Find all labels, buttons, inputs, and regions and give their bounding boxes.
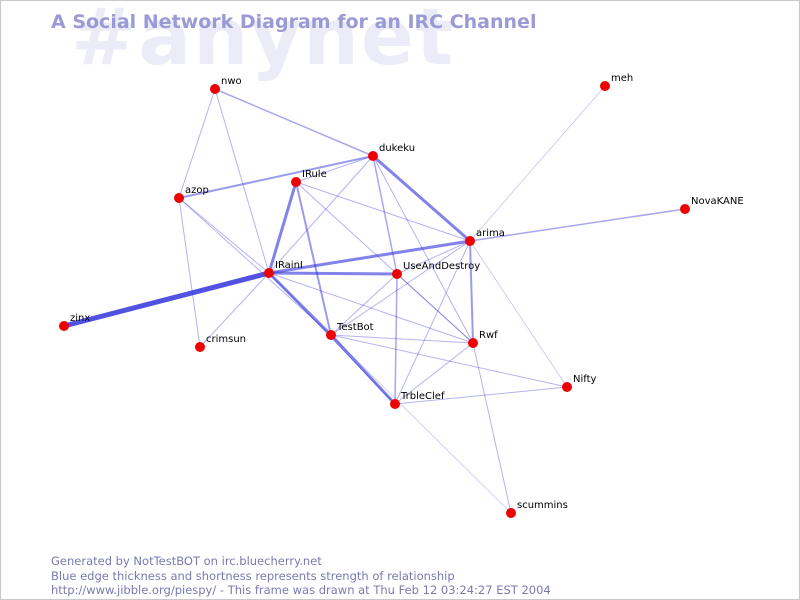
footer-url-timestamp: http://www.jibble.org/piespy/ - This fra… [51,583,551,597]
edge-IRainI-TestBot [267,271,333,337]
edge-arima-NovaKANE [469,208,686,242]
node-label-nwo: nwo [221,76,242,87]
node-TestBot: TestBot [326,322,374,340]
edge-IRainI-crimsun [199,272,270,348]
node-label-IRule: IRule [302,169,327,180]
edge-zinx-IRainI [61,270,272,329]
node-TrbleClef: TrbleClef [390,391,445,409]
node-dot-crimsun [195,342,205,352]
node-UseAndDestroy: UseAndDestroy [392,261,480,279]
edge-dukeku-Rwf [372,155,474,344]
node-NovaKANE: NovaKANE [680,196,744,214]
footer-legend-note: Blue edge thickness and shortness repres… [51,568,455,583]
edge-azop-IRainI [178,197,270,274]
edge-IRule-TestBot [295,181,332,336]
node-IRule: IRule [291,169,327,187]
node-Rwf: Rwf [468,330,498,348]
node-label-meh: meh [611,73,633,84]
edge-nwo-IRainI [214,88,270,274]
node-dot-NovaKANE [680,204,690,214]
node-label-Rwf: Rwf [479,330,498,341]
node-label-crimsun: crimsun [206,334,246,345]
node-label-zinx: zinx [70,313,90,324]
edge-IRule-arima [295,181,471,242]
edge-dukeku-arima [371,154,472,243]
edge-TestBot-Rwf [330,334,474,344]
node-crimsun: crimsun [195,334,246,352]
edge-arima-meh [469,85,606,242]
edge-arima-Nifty [469,240,568,388]
node-dot-meh [600,81,610,91]
edge-IRule-Rwf [295,181,474,344]
node-zinx: zinx [59,313,90,331]
footer-info: Generated by NotTestBOT on irc.bluecherr… [51,554,551,598]
edge-IRainI-Rwf [268,272,474,344]
edge-Rwf-scummins [472,342,512,514]
node-dot-Rwf [468,338,478,348]
node-dot-IRule [291,177,301,187]
node-label-TrbleClef: TrbleClef [400,391,445,402]
edge-TestBot-scummins [330,334,512,514]
edge-layer [61,85,686,514]
node-dot-arima [465,236,475,246]
node-dot-TrbleClef [390,399,400,409]
node-dot-azop [174,193,184,203]
node-scummins: scummins [506,500,568,518]
edge-dukeku-IRainI [268,155,374,274]
node-label-azop: azop [185,185,209,196]
node-dukeku: dukeku [368,143,415,161]
edge-dukeku-UseAndDestroy [372,155,398,275]
channel-watermark: #anynet [71,0,456,83]
node-azop: azop [174,185,209,203]
node-IRainI: IRainI [264,260,303,278]
node-arima: arima [465,228,505,246]
node-dot-nwo [210,84,220,94]
edge-TestBot-Nifty [330,334,568,388]
edge-TestBot-arima [330,240,471,336]
node-dot-scummins [506,508,516,518]
node-label-scummins: scummins [517,500,568,511]
edge-IRainI-UseAndDestroy [267,271,399,276]
edge-nwo-azop [178,88,216,199]
edge-UseAndDestroy-TrbleClef [394,273,398,405]
edge-dukeku-IRule [295,155,374,183]
node-Nifty: Nifty [562,374,597,392]
node-dot-IRainI [264,268,274,278]
node-dot-zinx [59,321,69,331]
node-dot-TestBot [326,330,336,340]
node-label-TestBot: TestBot [336,322,374,333]
edge-TestBot-TrbleClef [329,333,397,406]
edge-IRainI-arima [267,239,472,275]
node-label-dukeku: dukeku [379,143,415,154]
node-label-UseAndDestroy: UseAndDestroy [403,261,480,272]
footer-generated-by: Generated by NotTestBOT on irc.bluecherr… [51,554,322,568]
node-dot-UseAndDestroy [392,269,402,279]
edge-nwo-dukeku [214,88,374,157]
diagram-title: A Social Network Diagram for an IRC Chan… [51,11,537,33]
edge-TestBot-UseAndDestroy [330,273,398,336]
edge-azop-TestBot [178,197,332,336]
edge-TrbleClef-Rwf [394,342,474,405]
node-label-arima: arima [476,228,505,239]
edge-azop-crimsun [178,197,201,348]
node-dot-dukeku [368,151,378,161]
node-dot-Nifty [562,382,572,392]
node-label-NovaKANE: NovaKANE [691,196,744,207]
edge-arima-Rwf [469,240,474,344]
node-label-IRainI: IRainI [275,260,303,271]
node-meh: meh [600,73,633,91]
edge-UseAndDestroy-Rwf [396,273,474,344]
edge-TrbleClef-Nifty [394,386,568,405]
edge-azop-dukeku [178,155,374,199]
node-nwo: nwo [210,76,242,94]
edge-UseAndDestroy-arima [396,240,471,275]
edge-IRainI-IRule [267,180,298,275]
node-label-Nifty: Nifty [573,374,597,385]
edge-TrbleClef-arima [394,240,471,405]
